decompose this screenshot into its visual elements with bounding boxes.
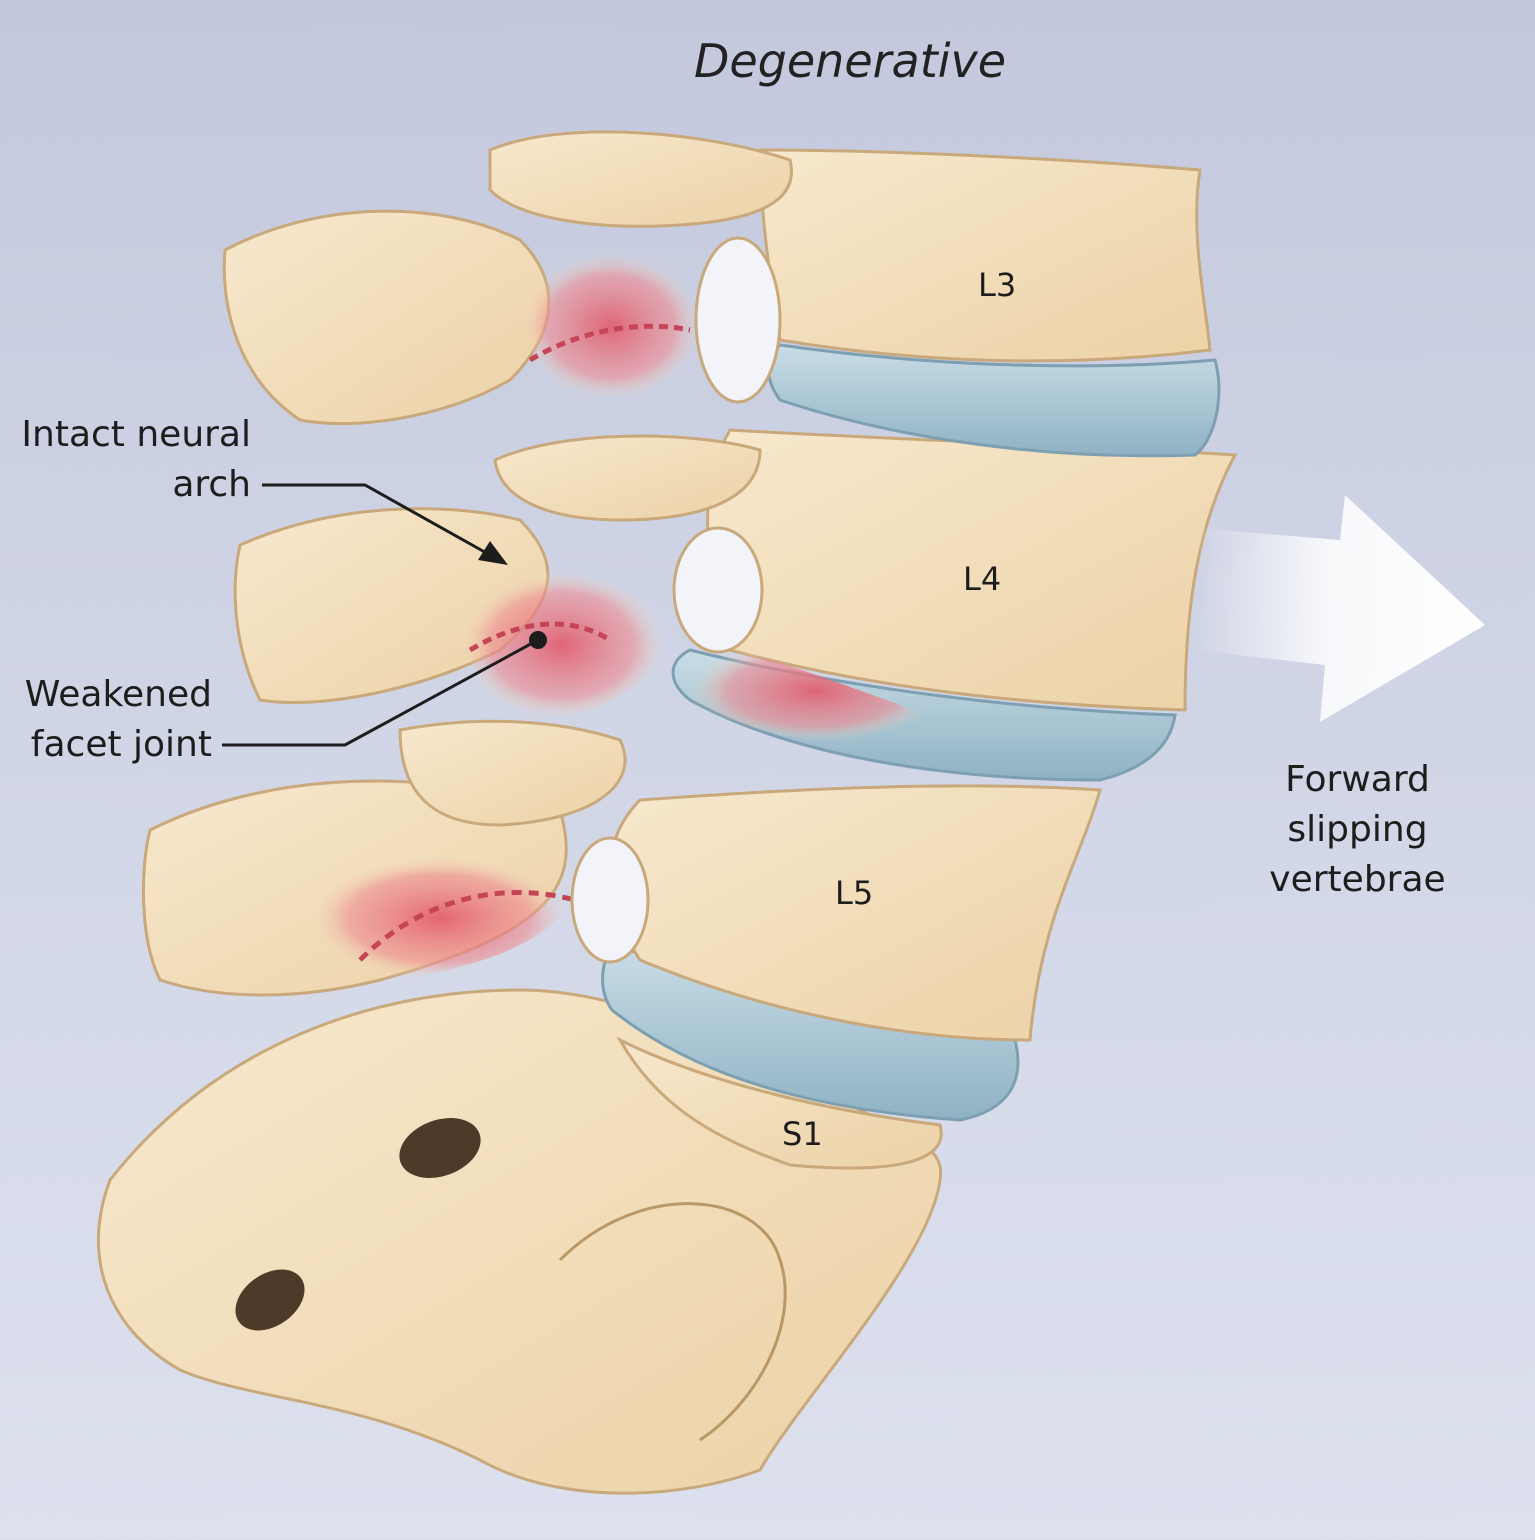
label-line: Weakened — [24, 674, 212, 715]
l5-vertebra — [141, 779, 1102, 1042]
diagram-title: Degenerative — [693, 34, 1007, 88]
vertebra-label-l5: L5 — [835, 874, 874, 912]
label-line: Forward — [1285, 759, 1430, 800]
label-weakened-facet-joint: Weakened facet joint — [25, 670, 212, 770]
leader-line-weakened-facet-joint — [222, 631, 547, 747]
foramen-opening — [235, 1269, 305, 1331]
label-line: vertebrae — [1269, 859, 1446, 900]
s1-body — [616, 1036, 943, 1170]
vertebra-label-l4: L4 — [963, 560, 1002, 598]
vertebra-label-s1: S1 — [782, 1115, 823, 1153]
foramen-opening — [399, 1118, 481, 1178]
label-intact-neural-arch: Intact neural arch — [21, 410, 251, 510]
leader-line-intact-neural-arch — [262, 483, 508, 565]
forward-arrow — [1195, 495, 1485, 722]
l4-vertebra — [233, 428, 1238, 827]
label-line: arch — [172, 464, 251, 505]
label-line: slipping — [1287, 809, 1428, 850]
label-line: facet joint — [30, 724, 212, 765]
disc-l3-l4 — [767, 343, 1221, 458]
vertebra-label-l3: L3 — [978, 266, 1017, 304]
label-forward-slipping-vertebrae: Forward slipping vertebrae — [1265, 755, 1450, 905]
l3-vertebra — [222, 130, 1212, 522]
label-line: Intact neural — [21, 414, 251, 455]
